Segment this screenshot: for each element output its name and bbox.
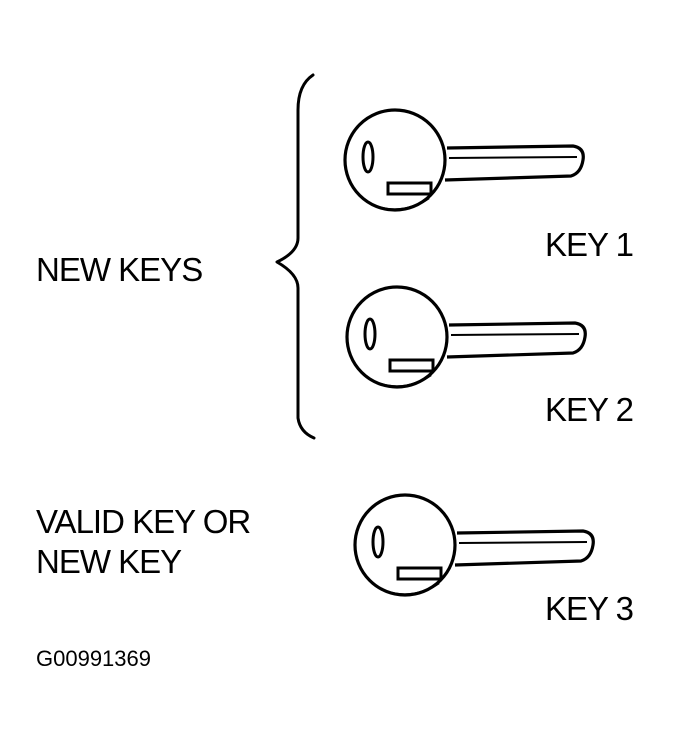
valid-key-label-line1: VALID KEY OR [36,503,251,540]
key-icon [345,285,587,389]
key-2-label: KEY 2 [545,391,634,428]
new-keys-label: NEW KEYS [36,251,203,288]
figure-id: G00991369 [36,646,151,671]
key-icon [353,493,595,597]
key-3-label: KEY 3 [545,590,634,627]
key-1-label: KEY 1 [545,226,634,263]
key-icon [343,108,585,212]
valid-key-label-line2: NEW KEY [36,543,182,580]
curly-brace-icon [275,73,316,440]
